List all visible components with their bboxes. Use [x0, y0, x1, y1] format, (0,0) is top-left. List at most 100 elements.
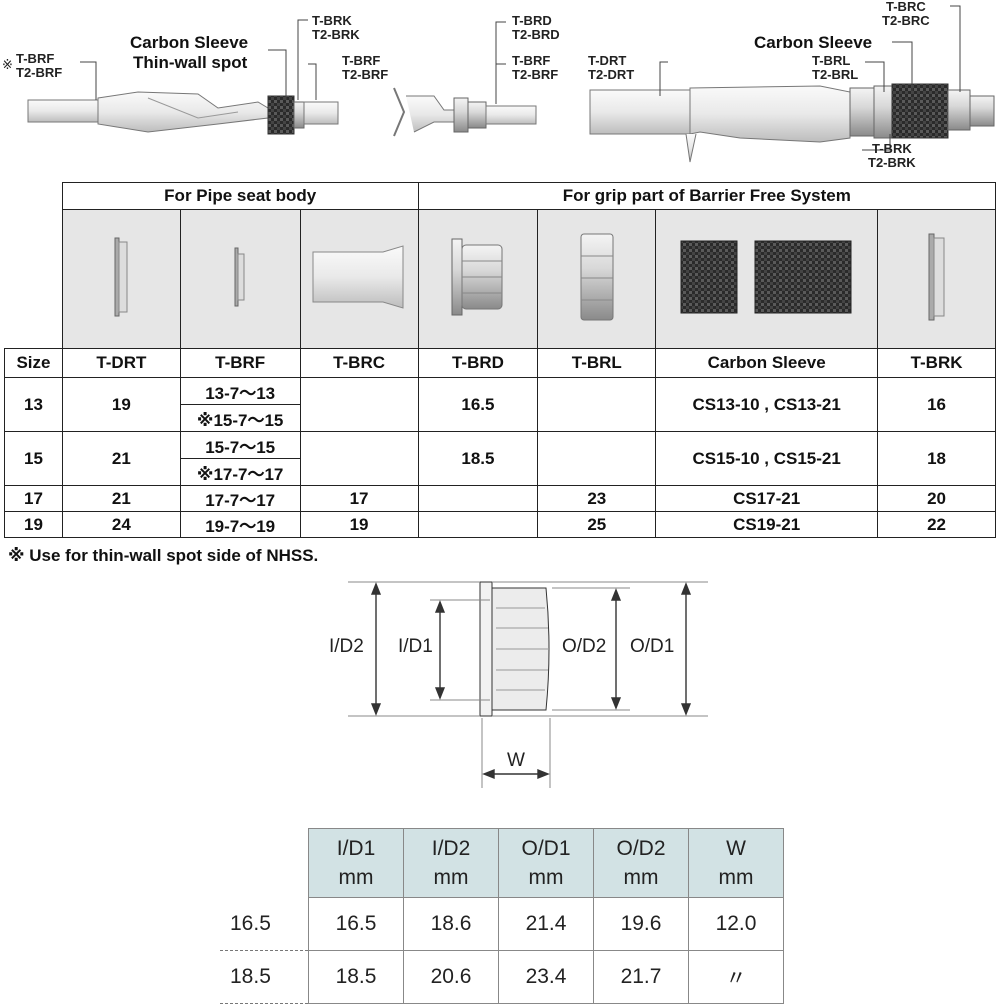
table-row: 15 21 15-7～15 18.5 CS15-10 , CS15-21 18	[4, 431, 996, 486]
cell-t-brf: 15-7～15	[179, 431, 301, 459]
col-header-t-brc: T-BRC	[299, 348, 419, 378]
cell-t-brf: 19-7～19	[179, 511, 301, 538]
col-header-size: Size	[4, 348, 63, 378]
rod-illustration-right	[589, 83, 995, 163]
cell-carbon-sleeve: CS13-10 , CS13-21	[655, 377, 879, 432]
dim-cell: 21.7	[593, 950, 689, 1004]
cell-size: 15	[4, 431, 63, 486]
cell-t-brf: 17-7～17	[179, 485, 301, 512]
cell-t-brf-thin-wall: ※17-7～17	[179, 458, 301, 486]
parts-table: For Pipe seat body For grip part of Barr…	[4, 182, 997, 538]
group-header-pipe-seat: For Pipe seat body	[61, 182, 419, 210]
col-header-t-brf: T-BRF	[179, 348, 301, 378]
cell-t-brc: 17	[299, 485, 419, 512]
dim-cell: 20.6	[403, 950, 499, 1004]
image-t-brf	[179, 209, 301, 349]
label-right-drt: T-DRT T2-DRT	[588, 53, 635, 82]
group-header-barrier-free: For grip part of Barrier Free System	[417, 182, 997, 210]
col-header-t-brd: T-BRD	[417, 348, 539, 378]
label-right-brk: T-BRK T2-BRK	[868, 141, 916, 170]
image-t-brc	[299, 209, 419, 349]
dim-cell: 18.5	[308, 950, 404, 1004]
cell-t-brk: 22	[877, 511, 996, 538]
dim-row-label: 18.5	[220, 950, 309, 1004]
dim-cell: 16.5	[308, 897, 404, 951]
col-header-carbon-sleeve: Carbon Sleeve	[655, 348, 879, 378]
cell-t-brc	[299, 431, 419, 486]
dim-cell: 19.6	[593, 897, 689, 951]
cell-carbon-sleeve: CS17-21	[655, 485, 879, 512]
col-header-t-brl: T-BRL	[537, 348, 657, 378]
cell-t-brd	[417, 485, 539, 512]
label-right-brc: T-BRC T2-BRC	[882, 0, 930, 28]
cell-t-brk: 16	[877, 377, 996, 432]
label-od1: O/D1	[630, 636, 675, 657]
dim-row: 16.5 16.5 18.6 21.4 19.6 12.0	[220, 897, 784, 951]
group-header-row: For Pipe seat body For grip part of Barr…	[5, 182, 997, 210]
cell-t-brd: 16.5	[417, 377, 539, 432]
dim-cell: 18.6	[403, 897, 499, 951]
table-row: 17 21 17-7～17 17 23 CS17-21 20	[4, 485, 996, 512]
image-t-brd	[417, 209, 539, 349]
cell-t-brc: 19	[299, 511, 419, 538]
rod-illustration-left	[27, 91, 339, 135]
cell-t-brl	[537, 377, 657, 432]
rod-illustration-middle	[393, 87, 537, 137]
label-id1: I/D1	[398, 636, 433, 657]
image-t-drt	[61, 209, 181, 349]
col-header-t-drt: T-DRT	[61, 348, 181, 378]
image-row	[4, 209, 996, 349]
col-header-t-brk: T-BRK	[877, 348, 996, 378]
dim-cell: 〃	[688, 950, 784, 1004]
label-w: W	[507, 750, 525, 771]
label-left-brf: ※ T-BRF T2-BRF	[2, 51, 63, 80]
cell-t-drt: 19	[61, 377, 181, 432]
label-left-brk: T-BRK T2-BRK	[312, 13, 360, 42]
table-subrow: ※15-7～15	[5, 404, 996, 432]
dim-cell: 23.4	[498, 950, 594, 1004]
table-row: 13 19 13-7～13 16.5 CS13-10 , CS13-21 16	[4, 377, 996, 432]
cell-size: 13	[4, 377, 63, 432]
label-od2: O/D2	[562, 636, 607, 657]
cell-size: 17	[4, 485, 63, 512]
cell-carbon-sleeve: CS19-21	[655, 511, 879, 538]
cell-carbon-sleeve: CS15-10 , CS15-21	[655, 431, 879, 486]
image-t-brl	[537, 209, 657, 349]
cell-t-drt: 24	[61, 511, 181, 538]
cell-t-brd	[417, 511, 539, 538]
label-left-brf-right: T-BRF T2-BRF	[342, 53, 389, 82]
image-carbon-sleeve	[655, 209, 879, 349]
cell-t-brf: 13-7～13	[179, 377, 301, 405]
table-subrow: ※17-7～17	[5, 458, 996, 486]
cell-t-brc	[299, 377, 419, 432]
cell-t-brl: 25	[537, 511, 657, 538]
label-id2: I/D2	[329, 636, 364, 657]
cell-t-brl: 23	[537, 485, 657, 512]
cell-t-brf-thin-wall: ※15-7～15	[179, 404, 301, 432]
cell-t-brd: 18.5	[417, 431, 539, 486]
label-right-carbon-sleeve: Carbon Sleeve	[754, 33, 873, 52]
cell-t-drt: 21	[61, 485, 181, 512]
table-row: 19 24 19-7～19 19 25 CS19-21 22	[4, 511, 996, 538]
cell-t-brl	[537, 431, 657, 486]
dim-row: 18.5 18.5 20.6 23.4 21.7 〃	[220, 950, 784, 1004]
image-t-brk	[877, 209, 996, 349]
label-mid-brd: T-BRD T2-BRD	[512, 13, 560, 42]
leader-lines	[80, 5, 961, 151]
cell-t-drt: 21	[61, 431, 181, 486]
column-header-row: Size T-DRT T-BRF T-BRC T-BRD T-BRL Carbo…	[4, 348, 996, 378]
dim-cell: 12.0	[688, 897, 784, 951]
label-mid-brf: T-BRF T2-BRF	[512, 53, 559, 82]
dimension-diagram	[348, 581, 708, 788]
cell-t-brk: 20	[877, 485, 996, 512]
label-right-brl: T-BRL T2-BRL	[812, 53, 859, 82]
dim-row-label: 16.5	[220, 897, 309, 951]
dim-cell: 21.4	[498, 897, 594, 951]
